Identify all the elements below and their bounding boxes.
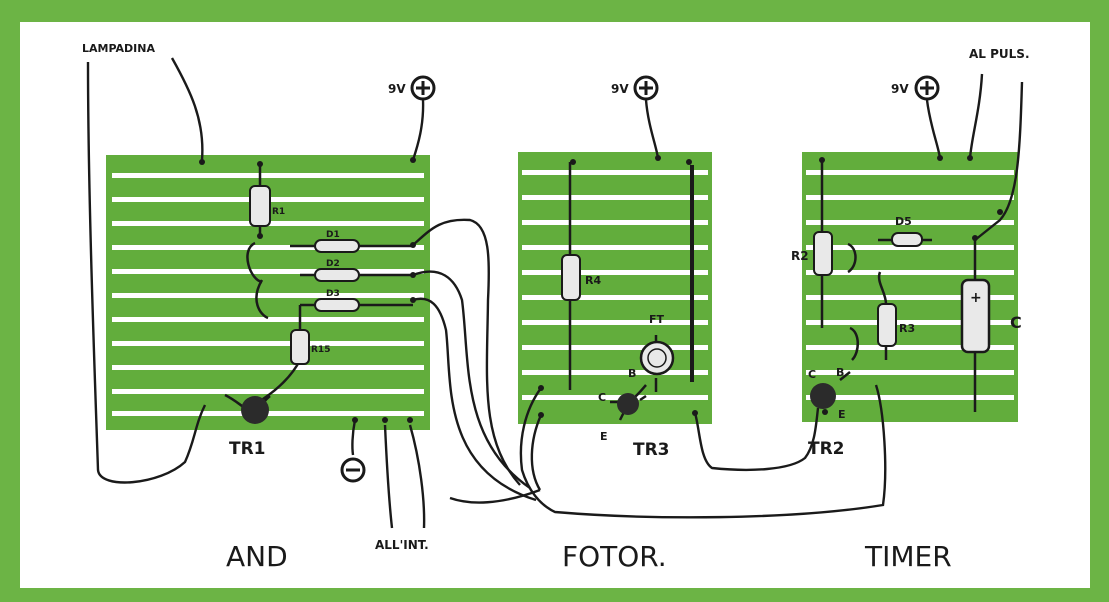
plus-9v-fotor [633, 75, 659, 101]
ft-label: FT [649, 313, 665, 326]
d5-label: D5 [895, 215, 912, 228]
tr2-transistor [810, 383, 836, 409]
tr1-label: TR1 [229, 439, 266, 459]
tr3-label: TR3 [633, 440, 670, 460]
c-label: C [1010, 313, 1022, 332]
tr3-transistor [617, 393, 639, 415]
tr2-label: TR2 [808, 439, 845, 459]
fotor-parts [561, 254, 675, 415]
tr3-c-label: C [598, 391, 606, 404]
lampadina-label: LAMPADINA [82, 42, 155, 55]
al-puls-label: AL PULS. [969, 47, 1030, 61]
v9-and-label: 9V [388, 82, 406, 96]
v9-fotor-label: 9V [611, 82, 629, 96]
plus-9v-and [410, 75, 436, 101]
d2-label: D2 [326, 259, 340, 269]
and-parts [241, 185, 360, 424]
r2-resistor [813, 231, 833, 276]
r15-label: R15 [311, 345, 330, 355]
d1-diode [314, 239, 360, 253]
r4-resistor [561, 254, 581, 301]
c-capacitor [960, 278, 991, 354]
tr3-b-label: B [628, 367, 636, 380]
wiring [86, 57, 1024, 529]
r1-resistor [249, 185, 271, 227]
r2-label: R2 [791, 249, 809, 263]
cap-plus-label: + [970, 290, 982, 306]
r4-label: R4 [585, 274, 601, 287]
tr3-e-label: E [600, 430, 608, 443]
timer-components [820, 162, 977, 412]
r3-resistor [877, 303, 897, 347]
minus-terminal [340, 457, 366, 483]
r15-resistor [290, 329, 310, 365]
tr2-e-label: E [838, 408, 846, 421]
d2-diode [314, 268, 360, 282]
d3-diode [314, 298, 360, 312]
d1-label: D1 [326, 230, 340, 240]
tr2-b-label: B [836, 366, 844, 379]
and-title: AND [226, 540, 288, 573]
v9-timer-label: 9V [891, 82, 909, 96]
fotor-title: FOTOR. [562, 540, 667, 573]
d3-label: D3 [326, 289, 340, 299]
r1-label: R1 [272, 207, 285, 217]
plus-9v-timer [914, 75, 940, 101]
fotor-board [518, 152, 712, 424]
fotor-components [568, 162, 694, 421]
tr2-c-label: C [808, 368, 816, 381]
ft-photoresistor [639, 340, 675, 376]
r3-label: R3 [899, 322, 915, 335]
all-int-label: ALL'INT. [375, 538, 429, 552]
tr1-transistor [241, 396, 269, 424]
timer-parts [810, 231, 991, 409]
d5-diode [891, 232, 923, 247]
timer-title: TIMER [864, 540, 952, 573]
